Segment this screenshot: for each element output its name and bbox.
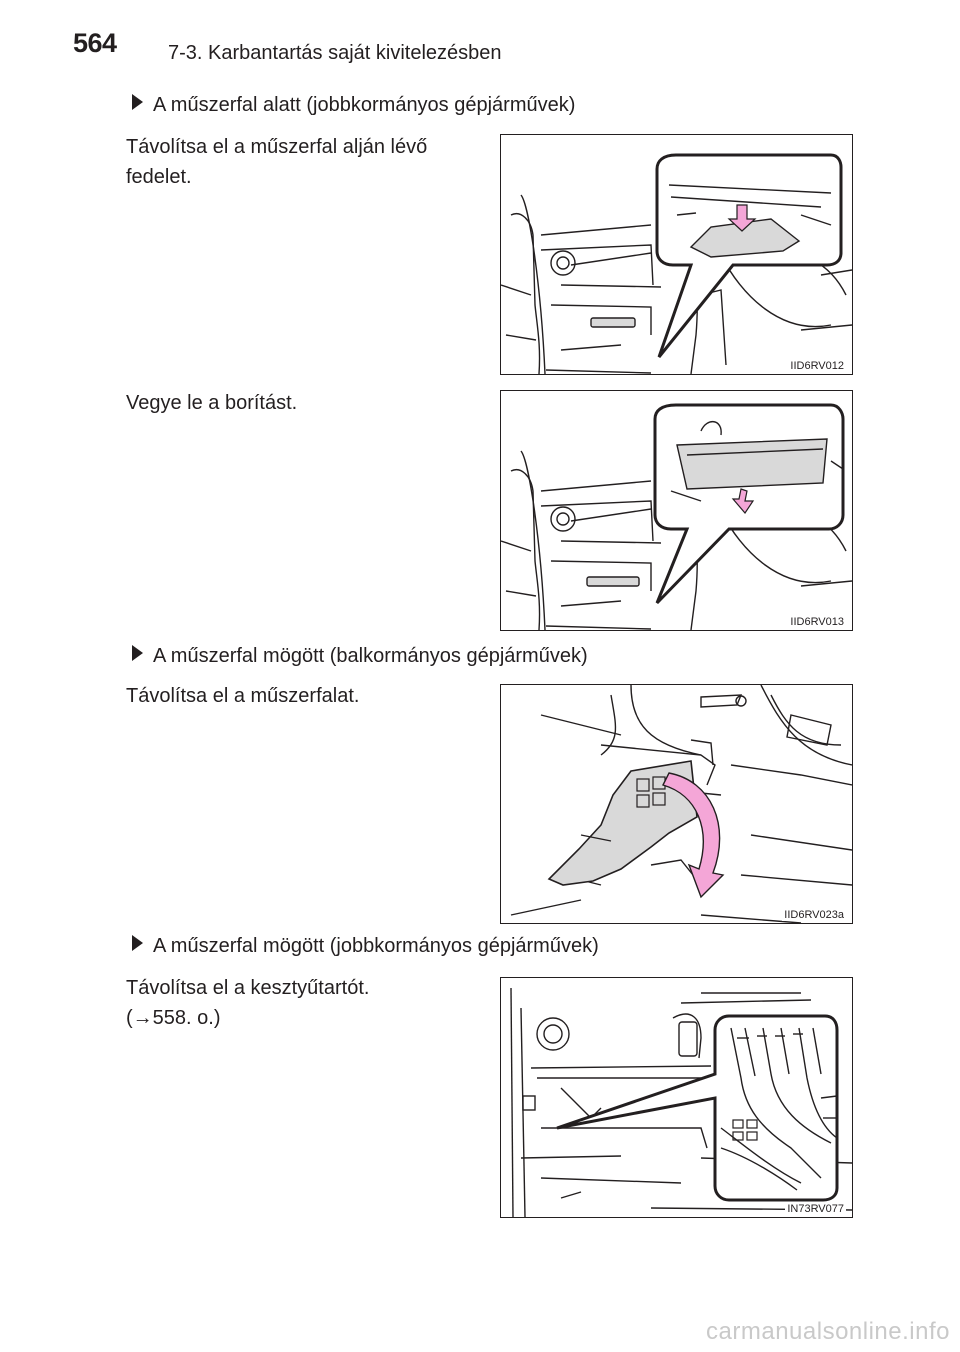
figure-remove-dashboard-panel: IID6RV023a [500,684,853,924]
figure-code: IID6RV013 [788,616,846,628]
triangle-bullet-icon [132,935,143,951]
step-text-line: (→558. o.) [126,1007,221,1029]
step-text-line: Távolítsa el a műszerfal alján lévő [126,136,428,158]
section-heading-text: A műszerfal mögött (balkormányos gépjárm… [153,645,588,667]
step-text: Távolítsa el a műszerfalat. [126,681,359,711]
section-title: 7-3. Karbantartás saját kivitelezésben [168,42,502,64]
step-text: Vegye le a borítást. [126,388,297,418]
step-text-line: Távolítsa el a kesztyűtartót. [126,977,370,999]
step-text: Távolítsa el a műszerfal alján lévő fede… [126,132,427,192]
step-text-line: fedelet. [126,166,192,188]
step-text-line: Vegye le a borítást. [126,392,298,414]
triangle-bullet-icon [132,645,143,661]
section-heading: A műszerfal mögött (jobbkormányos gépjár… [132,935,599,958]
figure-code: IID6RV012 [788,360,846,372]
figure-code: IN73RV077 [785,1203,846,1215]
figure-code: IID6RV023a [782,909,846,921]
watermark: carmanualsonline.info [706,1318,950,1345]
figure-remove-cover: IID6RV013 [500,390,853,631]
section-heading: A műszerfal alatt (jobbkormányos gépjárm… [132,94,575,117]
section-heading-text: A műszerfal alatt (jobbkormányos gépjárm… [153,94,576,116]
section-heading-text: A műszerfal mögött (jobbkormányos gépjár… [153,935,599,957]
page-number: 564 [73,28,117,58]
figure-remove-lower-cover: IID6RV012 [500,134,853,375]
figure-remove-glove-box: IN73RV077 [500,977,853,1218]
section-heading: A műszerfal mögött (balkormányos gépjárm… [132,645,588,668]
step-text: Távolítsa el a kesztyűtartót. (→558. o.) [126,973,369,1033]
triangle-bullet-icon [132,94,143,110]
step-text-line: Távolítsa el a műszerfalat. [126,685,360,707]
